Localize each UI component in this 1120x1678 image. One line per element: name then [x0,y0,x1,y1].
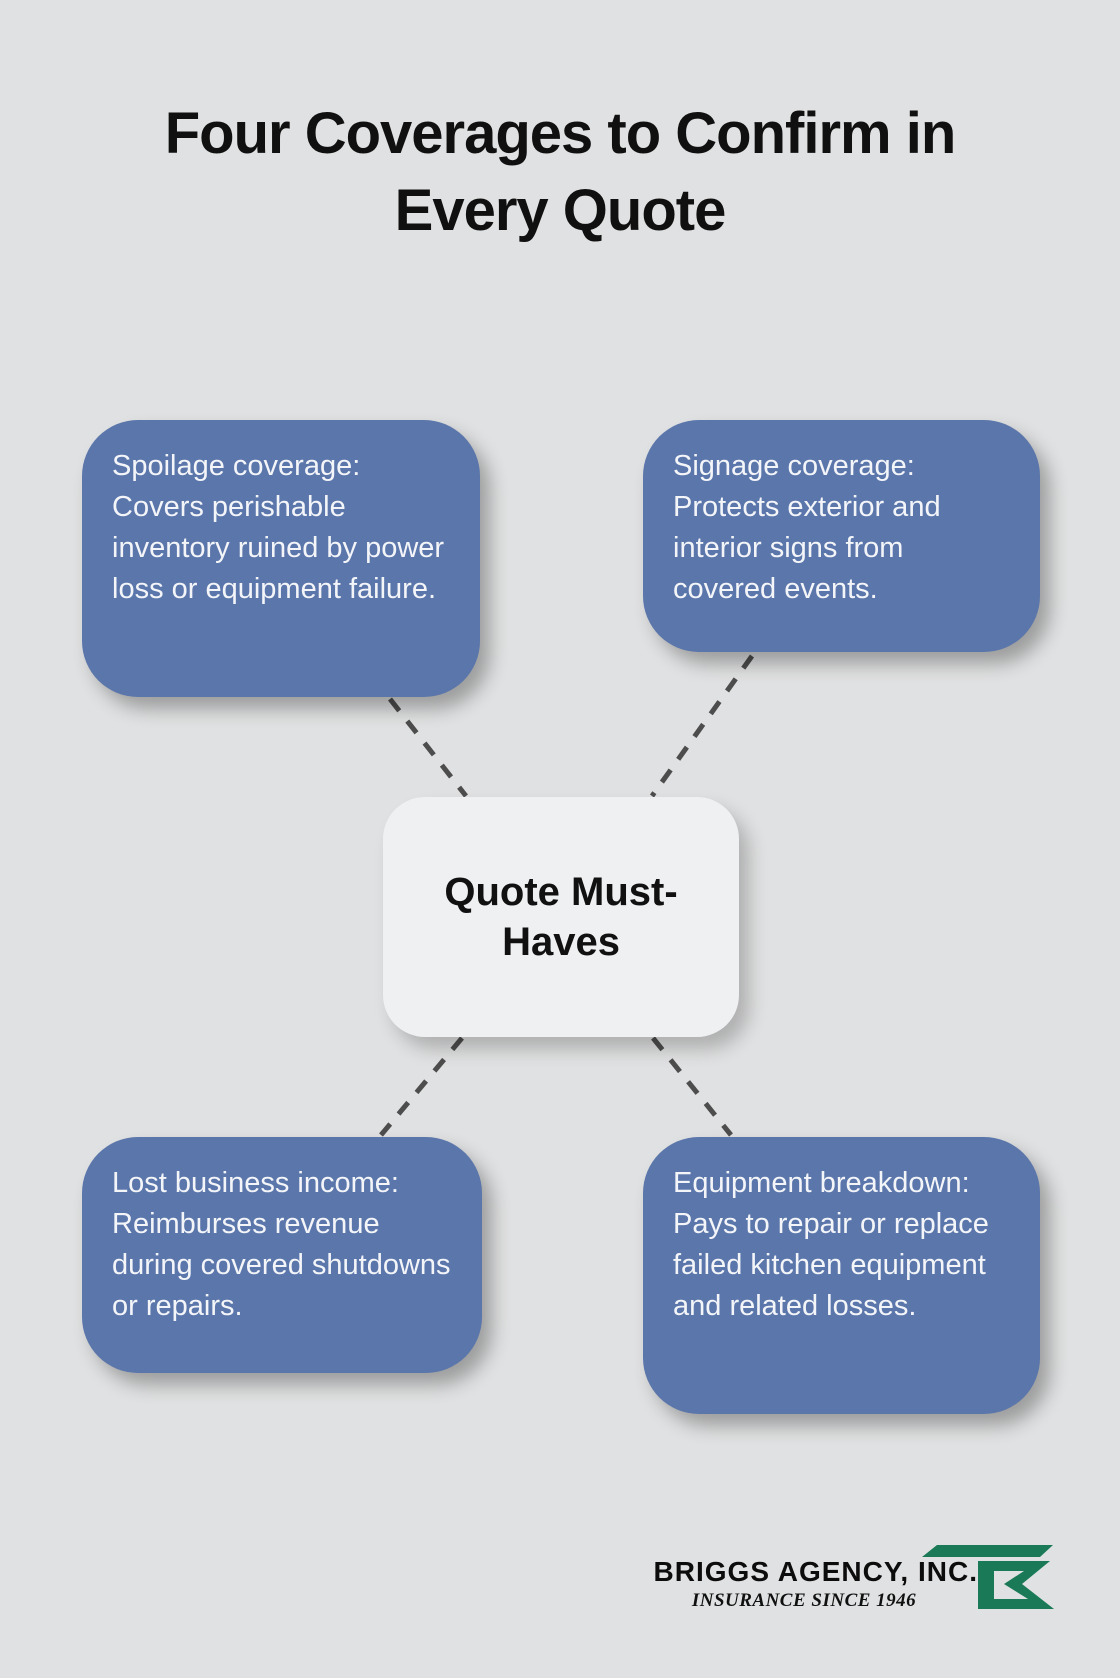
center-node: Quote Must-Haves [383,797,739,1037]
coverage-node-spoilage: Spoilage coverage: Covers perishable inv… [82,420,480,697]
coverage-node-lost-business-income: Lost business income: Reimburses revenue… [82,1137,482,1373]
coverage-node-text: Lost business income: Reimburses revenue… [112,1167,451,1322]
coverage-node-text: Signage coverage: Protects exterior and … [673,450,941,605]
coverage-node-text: Spoilage coverage: Covers perishable inv… [112,450,445,605]
connector-top-left [388,697,468,798]
page-title: Four Coverages to Confirm in Every Quote [164,101,957,243]
coverage-node-signage: Signage coverage: Protects exterior and … [643,420,1040,652]
coverage-node-equipment-breakdown: Equipment breakdown: Pays to repair or r… [643,1137,1040,1414]
connector-bottom-left [379,1036,464,1137]
connector-bottom-right [651,1036,733,1137]
connector-top-right [649,654,755,798]
coverage-node-text: Equipment breakdown: Pays to repair or r… [673,1167,989,1322]
center-node-label: Quote Must-Haves [444,870,678,964]
